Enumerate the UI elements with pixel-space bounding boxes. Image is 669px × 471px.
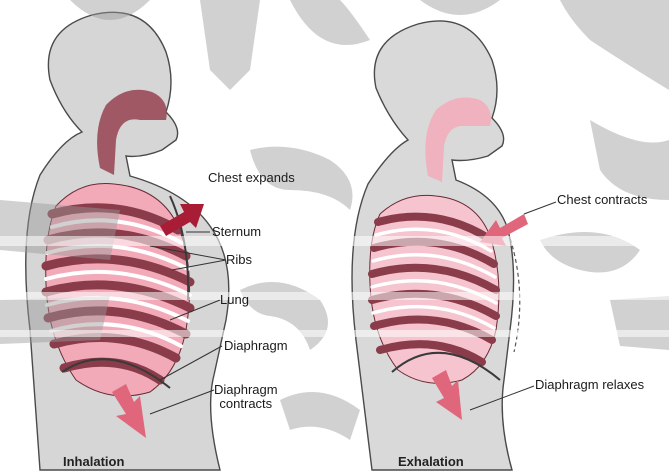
label-chest-expands: Chest expands: [208, 171, 295, 185]
caption-inhalation: Inhalation: [63, 454, 124, 469]
label-diaphragm: Diaphragm: [224, 339, 288, 353]
label-sternum: Sternum: [212, 225, 261, 239]
exhalation-lung: [370, 195, 499, 383]
label-diaphragm-contracts-line2: contracts: [219, 396, 272, 411]
label-chest-contracts: Chest contracts: [557, 193, 647, 207]
label-diaphragm-relaxes: Diaphragm relaxes: [535, 378, 644, 392]
label-lung: Lung: [220, 293, 249, 307]
label-diaphragm-contracts-line1: Diaphragm: [214, 382, 278, 397]
caption-exhalation: Exhalation: [398, 454, 464, 469]
label-ribs: Ribs: [226, 253, 252, 267]
label-diaphragm-contracts: Diaphragm contracts: [214, 383, 278, 411]
